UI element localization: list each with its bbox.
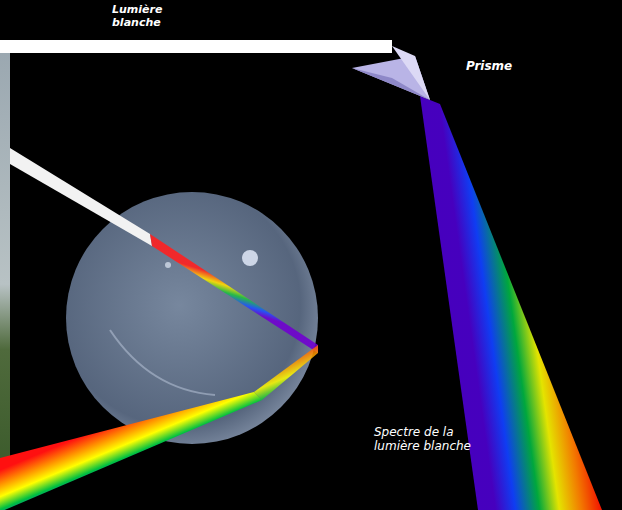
- spectrum-label: Spectre de la lumière blanche: [374, 426, 484, 454]
- prism-label: Prisme: [466, 60, 546, 74]
- light-label: Lumière blanche: [112, 4, 174, 29]
